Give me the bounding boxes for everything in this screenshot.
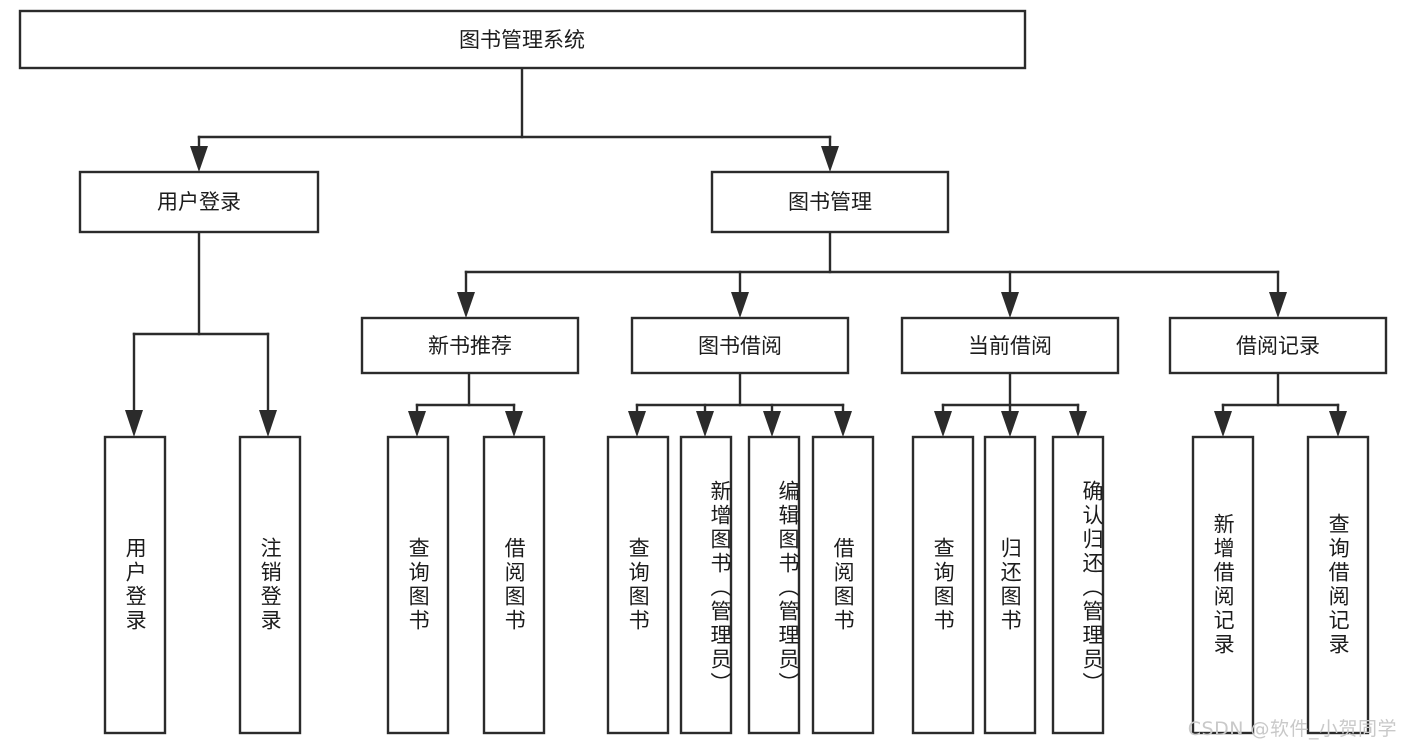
node-new-book-recommend[interactable]	[360, 316, 580, 375]
node-leaf-edit-book-admin[interactable]	[747, 435, 801, 735]
node-label-new-book-recommend: 新书推荐	[428, 334, 512, 358]
node-leaf-query-book-current[interactable]	[911, 435, 975, 735]
arrow-to-leaf-add-record	[1214, 411, 1232, 437]
arrow-to-leaf-user-login	[125, 410, 143, 437]
node-leaf-borrow-book-new[interactable]	[482, 435, 546, 735]
node-leaf-query-book-borrow[interactable]	[606, 435, 670, 735]
arrow-to-new-book	[457, 292, 475, 318]
node-book-management-system[interactable]	[18, 9, 1027, 70]
node-leaf-confirm-return-admin[interactable]	[1051, 435, 1105, 735]
arrow-to-leaf-return-book	[1001, 411, 1019, 437]
node-user-login[interactable]	[78, 170, 320, 234]
node-layer: 图书管理系统 用户登录 图书管理 新书推荐 图书借阅 当前借阅 借阅记录	[18, 9, 1388, 735]
arrow-to-leaf-add-book	[696, 411, 714, 437]
node-label-book-management-system: 图书管理系统	[459, 28, 585, 52]
connector-layer	[125, 66, 1347, 437]
node-label-book-management: 图书管理	[788, 190, 872, 214]
node-leaf-borrow-book-borrow[interactable]	[811, 435, 875, 735]
arrow-to-leaf-confirm-return	[1069, 411, 1087, 437]
node-book-management[interactable]	[710, 170, 950, 234]
arrow-to-book-borrow	[731, 292, 749, 318]
node-leaf-add-borrow-record[interactable]	[1191, 435, 1255, 735]
arrow-to-current-borrow	[1001, 292, 1019, 318]
arrow-to-leaf-query-book-3	[934, 411, 952, 437]
arrow-to-leaf-query-book-1	[408, 411, 426, 437]
arrow-to-leaf-borrow-book-2	[834, 411, 852, 437]
node-label-book-borrow: 图书借阅	[698, 334, 782, 358]
node-current-borrow[interactable]	[900, 316, 1120, 375]
arrow-to-leaf-logout	[259, 410, 277, 437]
node-leaf-logout[interactable]	[238, 435, 302, 735]
node-leaf-query-book-new[interactable]	[386, 435, 450, 735]
node-book-borrow[interactable]	[630, 316, 850, 375]
arrow-to-leaf-query-record	[1329, 411, 1347, 437]
arrow-to-borrow-record	[1269, 292, 1287, 318]
arrow-to-leaf-edit-book	[763, 411, 781, 437]
node-leaf-query-borrow-record[interactable]	[1306, 435, 1370, 735]
arrow-to-book-manage	[821, 146, 839, 172]
node-leaf-return-book[interactable]	[983, 435, 1037, 735]
node-label-user-login: 用户登录	[157, 190, 241, 214]
node-leaf-add-book-admin[interactable]	[679, 435, 733, 735]
arrow-to-leaf-borrow-book-1	[505, 411, 523, 437]
arrow-to-leaf-query-book-2	[628, 411, 646, 437]
node-label-borrow-record: 借阅记录	[1236, 334, 1320, 358]
arrow-to-user-login	[190, 146, 208, 172]
node-label-current-borrow: 当前借阅	[968, 334, 1052, 358]
node-leaf-user-login[interactable]	[103, 435, 167, 735]
node-borrow-record[interactable]	[1168, 316, 1388, 375]
csdn-watermark: CSDN @软件_小贺同学	[1187, 718, 1397, 740]
